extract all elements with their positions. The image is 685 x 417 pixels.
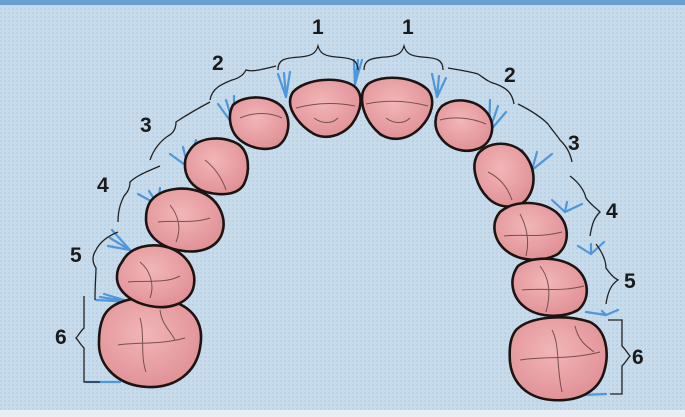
tooth-molar-right [510,317,607,400]
bottom-band [0,410,685,417]
label-4-left: 4 [97,174,109,197]
label-4-right: 4 [606,200,618,223]
tooth-canine-left [185,138,248,194]
tooth-premolar-1-left [146,189,224,252]
label-5-right: 5 [624,270,636,293]
label-6-right: 6 [632,346,644,369]
tooth-molar-left [99,298,201,387]
label-3-right: 3 [568,132,580,155]
tooth-premolar-1-right [494,203,566,260]
label-1-right: 1 [402,16,414,39]
label-3-left: 3 [140,114,152,137]
label-2-right: 2 [504,64,516,87]
top-blue-band [0,0,685,5]
label-6-left: 6 [55,326,67,349]
tooth-lateral-incisor-right [435,100,492,150]
tooth-premolar-2-left [117,245,194,307]
label-1-left: 1 [312,16,324,39]
tooth-premolar-2-right [512,259,586,316]
label-5-left: 5 [70,244,82,267]
label-2-left: 2 [212,52,224,75]
